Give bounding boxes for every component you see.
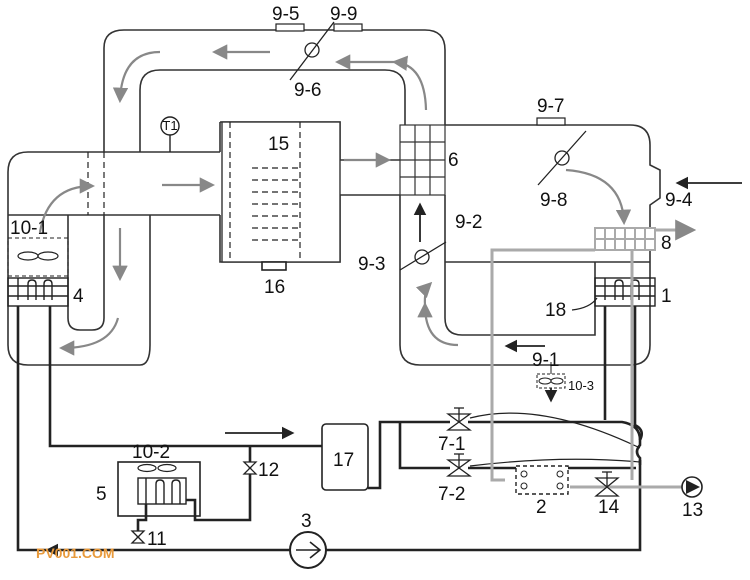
pipe-branch-7-2 <box>398 422 450 470</box>
flow-top-curve-right <box>391 55 428 111</box>
compressor-icon <box>289 531 327 569</box>
flow-right-lower-curve <box>417 301 459 347</box>
leader-18 <box>571 297 598 311</box>
label-1: 1 <box>661 286 672 307</box>
flow-bottom-left-curve <box>58 317 120 356</box>
label-17: 17 <box>333 450 354 471</box>
label-7-1: 7-1 <box>438 434 465 455</box>
flow-right-curve <box>565 168 632 226</box>
label-10-1: 10-1 <box>10 218 48 239</box>
label-9-3: 9-3 <box>358 254 385 275</box>
component-5 <box>117 461 201 517</box>
valve-icon <box>446 453 472 477</box>
pipe-gray-8-down <box>490 248 595 482</box>
label-13: 13 <box>682 500 703 521</box>
component-8-coil <box>594 227 656 251</box>
pipe-coil4-left-down <box>16 306 290 552</box>
pipe-compressor-to-right <box>326 460 642 552</box>
label-3: 3 <box>301 511 312 532</box>
label-10-3: 10-3 <box>568 378 594 393</box>
right-duct-outline <box>399 124 661 366</box>
label-16: 16 <box>264 277 285 298</box>
thin-sensor-line-1 <box>469 412 641 449</box>
thin-sensor-line-2 <box>469 458 641 467</box>
label-18: 18 <box>545 300 566 321</box>
component-15-fins <box>252 167 300 241</box>
upper-return-duct-outer <box>103 29 446 152</box>
component-6-heat-exchanger <box>399 124 446 196</box>
pipe-coil4-to-17 <box>48 306 322 448</box>
pipe-coil1-down-b <box>633 306 643 465</box>
label-t1: T1 <box>162 118 177 133</box>
valve-icon <box>594 471 620 497</box>
coil-4 <box>7 277 69 307</box>
label-9-7: 9-7 <box>537 96 564 117</box>
damper-icon <box>537 130 587 186</box>
component-15-body <box>221 121 341 263</box>
pipe-17-out <box>368 420 400 490</box>
flow-top-curve-left <box>112 50 161 104</box>
left-duct-outline <box>7 151 220 366</box>
pipe-5-to-12 <box>186 446 252 522</box>
component-2 <box>515 465 569 495</box>
fan-icon <box>536 362 566 403</box>
label-8: 8 <box>661 233 672 254</box>
label-2: 2 <box>536 497 547 518</box>
valve-icon <box>446 407 472 431</box>
label-9-2: 9-2 <box>455 212 482 233</box>
label-12: 12 <box>258 460 279 481</box>
label-10-2: 10-2 <box>132 442 170 463</box>
label-11: 11 <box>147 529 167 550</box>
label-4: 4 <box>73 286 84 307</box>
label-6: 6 <box>448 150 459 171</box>
left-duct-inner-loop <box>67 215 105 331</box>
label-9-8: 9-8 <box>540 190 567 211</box>
label-14: 14 <box>598 497 620 518</box>
label-9-5: 9-5 <box>272 4 299 25</box>
label-5: 5 <box>96 484 107 505</box>
valve-icon <box>242 461 258 475</box>
thermometer-icon <box>160 116 180 152</box>
damper-icon <box>399 241 447 271</box>
label-9-4: 9-4 <box>665 190 693 211</box>
fan-icon <box>7 237 69 277</box>
pump-icon <box>681 476 703 498</box>
component-17 <box>321 423 369 491</box>
watermark: PV001.COM <box>36 545 115 561</box>
pipe-7-1-out <box>468 420 642 441</box>
component-16-drain <box>261 261 287 271</box>
flow-fan-curve <box>38 178 96 233</box>
coil-1 <box>594 277 656 307</box>
label-9-9: 9-9 <box>330 4 357 25</box>
valve-icon <box>130 530 146 544</box>
flow-right-lower-2 <box>415 281 433 306</box>
label-7-2: 7-2 <box>438 484 465 505</box>
right-duct-inner-loop <box>444 262 596 336</box>
damper-icon <box>289 21 335 81</box>
sensor-9-9 <box>333 23 363 32</box>
label-9-1: 9-1 <box>532 350 559 371</box>
label-9-6: 9-6 <box>294 80 321 101</box>
upper-return-duct-inner <box>139 69 406 152</box>
right-duct-divider <box>399 195 446 262</box>
label-15: 15 <box>268 134 289 155</box>
sensor-9-5 <box>275 23 305 32</box>
sensor-9-7 <box>536 117 566 126</box>
